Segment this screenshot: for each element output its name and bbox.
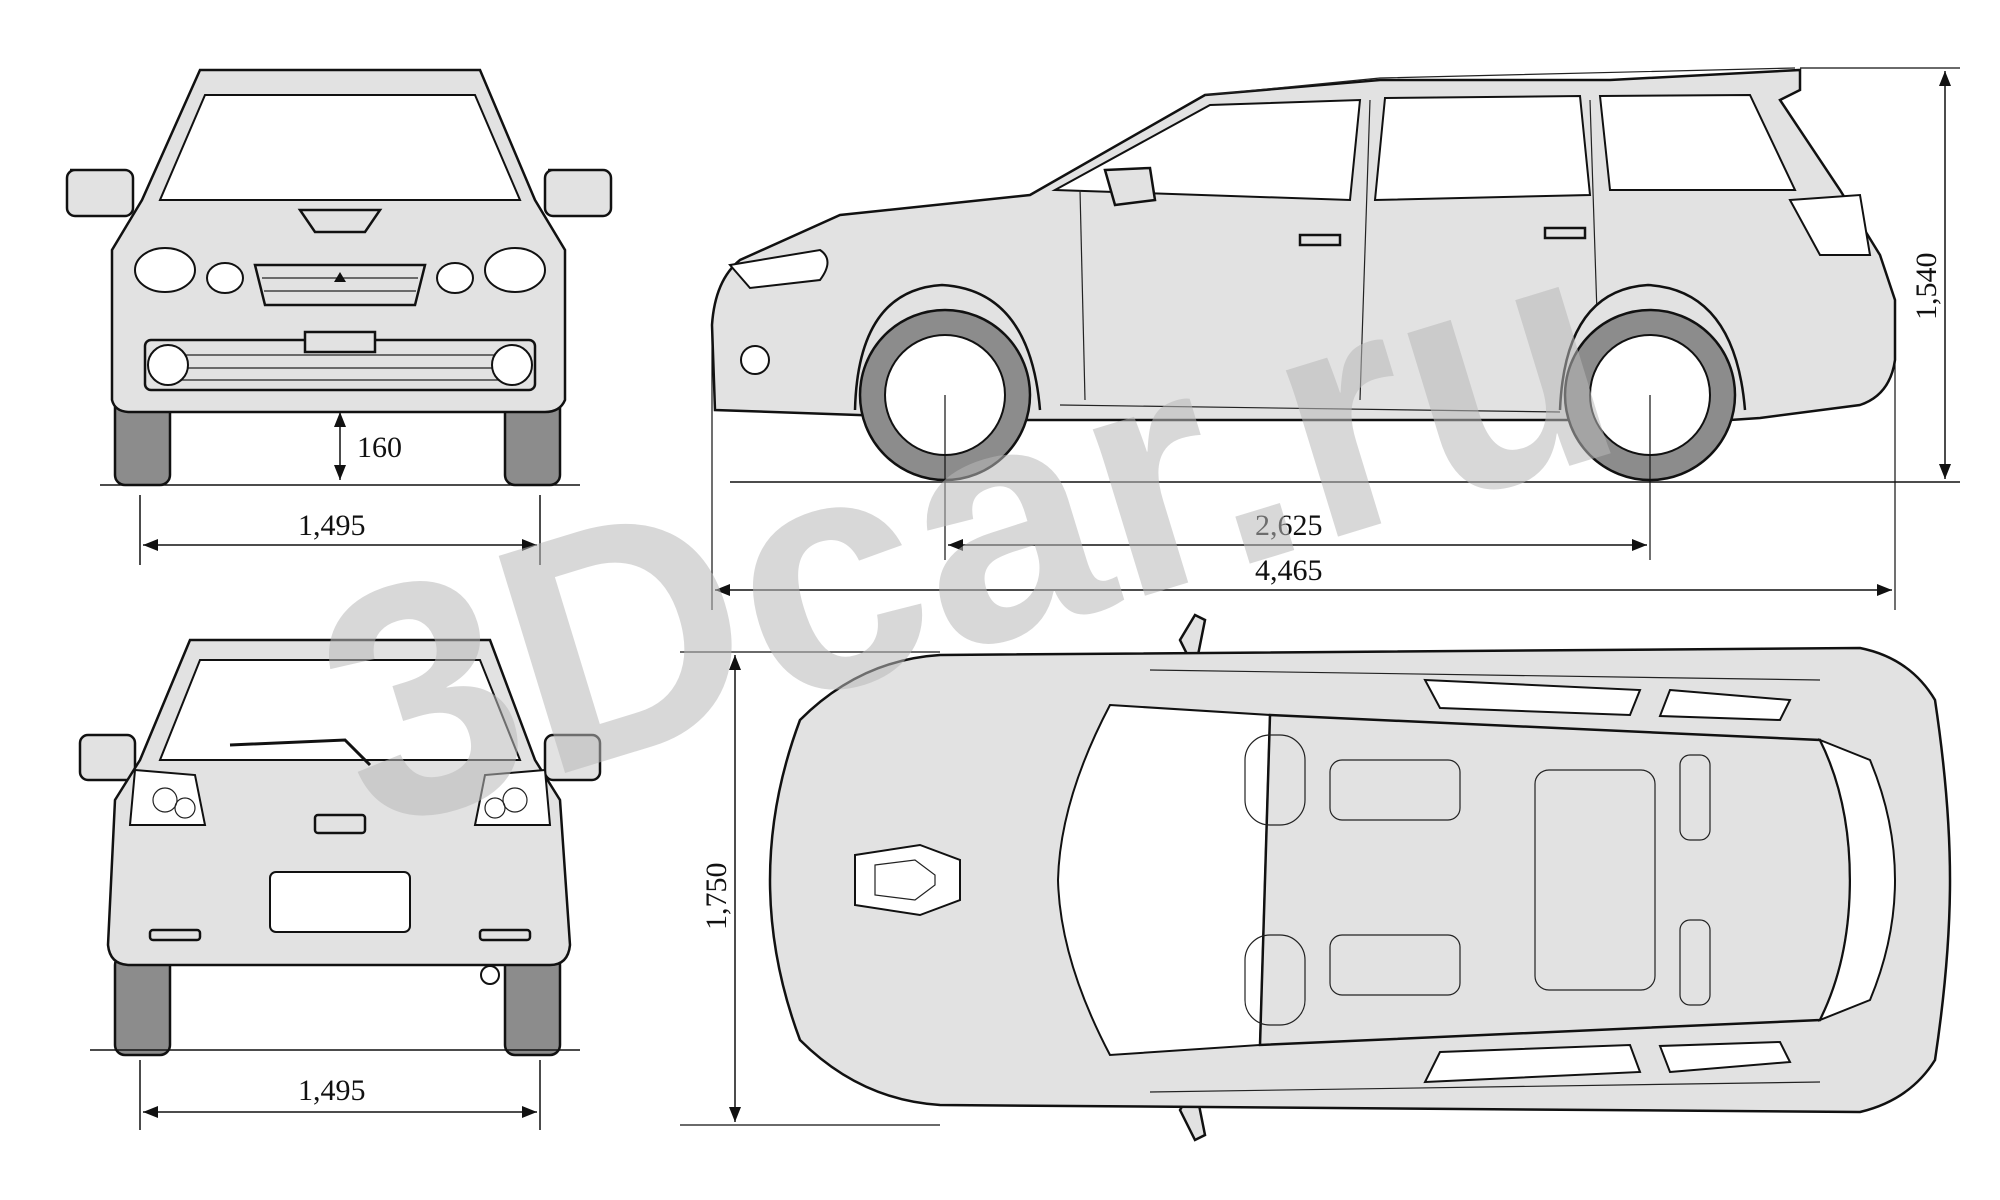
overall-height-label: 1,540 xyxy=(1910,253,1943,321)
front-view: 160 1,495 xyxy=(65,68,613,565)
front-track-label: 1,495 xyxy=(298,509,366,542)
overall-width-label: 1,750 xyxy=(700,863,733,931)
top-view: 1,750 xyxy=(680,613,1952,1142)
side-view: 1,540 2,625 4,465 xyxy=(710,67,1960,610)
rear-view: 1,495 xyxy=(78,638,602,1130)
rear-track-label: 1,495 xyxy=(298,1074,366,1107)
ground-clearance-label: 160 xyxy=(357,431,402,464)
wheelbase-label: 2,625 xyxy=(1255,509,1323,542)
overall-length-label: 4,465 xyxy=(1255,554,1323,587)
